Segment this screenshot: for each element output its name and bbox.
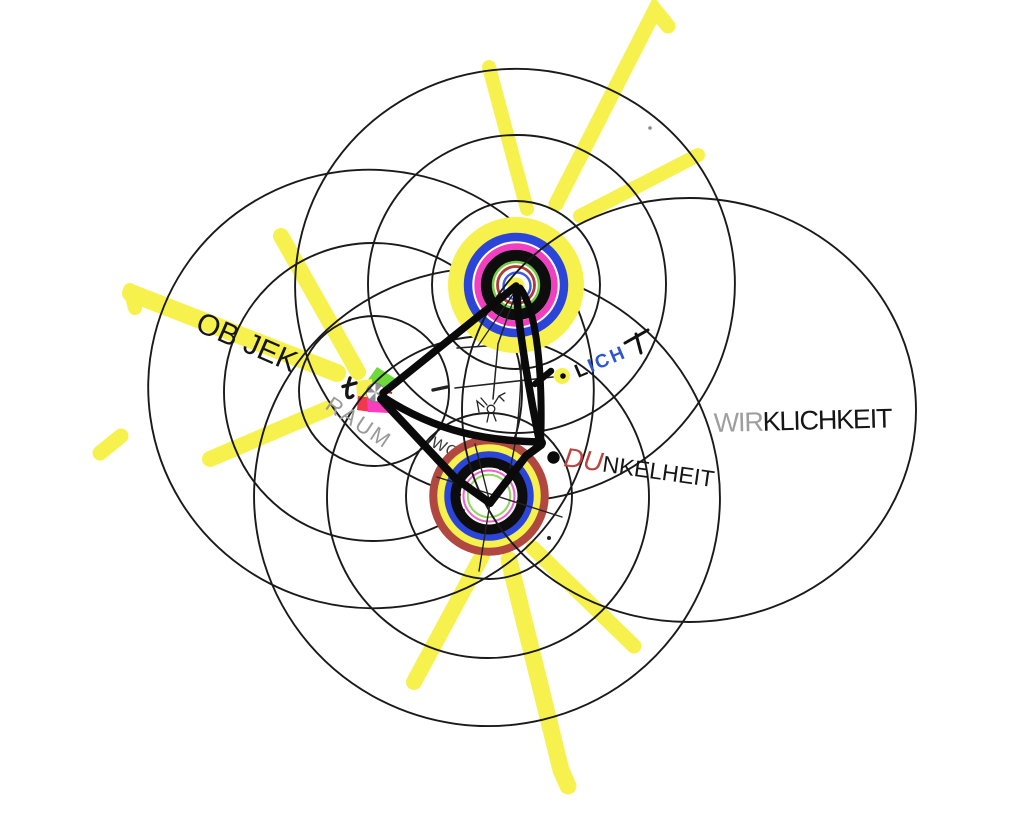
svg-text:WIRKLICHKEIT: WIRKLICHKEIT <box>713 403 892 438</box>
